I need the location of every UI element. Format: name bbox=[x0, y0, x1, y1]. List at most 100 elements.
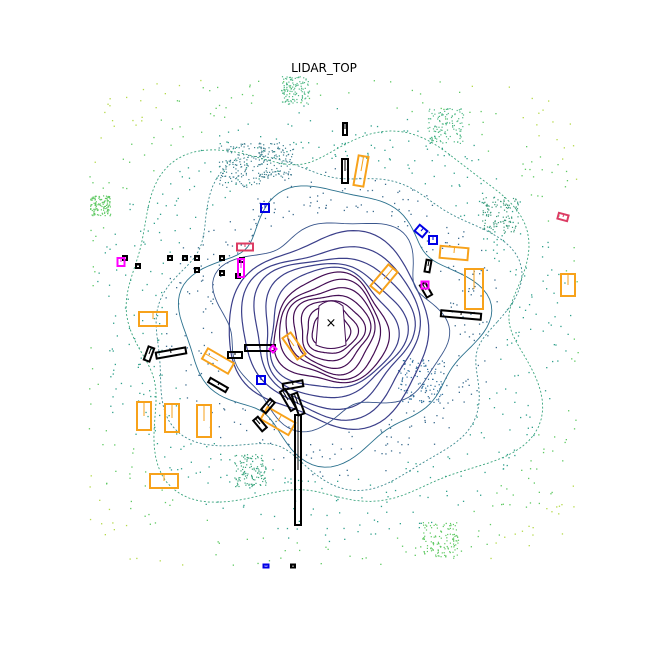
lidar-point bbox=[521, 530, 524, 532]
lidar-point bbox=[406, 130, 409, 132]
lidar-point bbox=[190, 443, 192, 445]
lidar-point bbox=[476, 390, 478, 392]
lidar-point bbox=[239, 181, 241, 183]
lidar-point bbox=[283, 78, 285, 80]
lidar-point bbox=[402, 198, 404, 201]
lidar-point bbox=[106, 483, 108, 485]
lidar-point bbox=[439, 395, 441, 398]
lidar-point bbox=[347, 474, 349, 477]
lidar-point bbox=[271, 169, 273, 171]
lidar-point bbox=[307, 81, 309, 83]
lidar-point bbox=[114, 363, 116, 366]
lidar-point bbox=[150, 270, 152, 273]
lidar-point bbox=[446, 545, 448, 548]
lidar-point bbox=[129, 477, 131, 479]
lidar-ring bbox=[228, 229, 430, 431]
lidar-point bbox=[424, 527, 426, 529]
lidar-point bbox=[257, 456, 259, 458]
lidar-point bbox=[573, 260, 575, 262]
lidar-point bbox=[484, 201, 486, 203]
lidar-point bbox=[253, 467, 255, 469]
lidar-point bbox=[462, 500, 465, 502]
lidar-point bbox=[453, 555, 455, 557]
lidar-point bbox=[367, 152, 369, 155]
barrier-box bbox=[135, 263, 141, 269]
lidar-point bbox=[264, 148, 266, 150]
lidar-point bbox=[474, 285, 476, 288]
lidar-point bbox=[419, 93, 422, 95]
lidar-point bbox=[436, 140, 438, 143]
lidar-point bbox=[264, 217, 267, 220]
lidar-point bbox=[406, 372, 408, 374]
lidar-point bbox=[114, 315, 117, 317]
lidar-point bbox=[506, 344, 509, 346]
lidar-point bbox=[291, 77, 293, 79]
lidar-point bbox=[250, 465, 252, 468]
lidar-point bbox=[462, 236, 464, 238]
lidar-point bbox=[90, 229, 92, 232]
lidar-point bbox=[234, 164, 236, 166]
lidar-point bbox=[195, 216, 197, 218]
lidar-point bbox=[440, 381, 442, 383]
lidar-point bbox=[440, 129, 442, 131]
lidar-point bbox=[304, 87, 306, 89]
lidar-point bbox=[288, 85, 290, 87]
lidar-point bbox=[253, 157, 255, 159]
lidar-point bbox=[236, 482, 239, 484]
lidar-point bbox=[198, 350, 200, 352]
lidar-point bbox=[422, 385, 424, 387]
lidar-point bbox=[244, 171, 246, 173]
lidar-point bbox=[153, 222, 155, 224]
lidar-point bbox=[484, 471, 486, 474]
lidar-point bbox=[207, 482, 209, 484]
lidar-point bbox=[508, 204, 510, 206]
lidar-point bbox=[258, 143, 260, 145]
car-box-heading bbox=[360, 156, 365, 172]
lidar-point bbox=[109, 198, 111, 200]
lidar-point bbox=[109, 206, 111, 208]
lidar-point bbox=[253, 177, 255, 179]
lidar-point bbox=[176, 433, 178, 435]
lidar-point bbox=[438, 136, 440, 138]
lidar-point bbox=[466, 202, 468, 204]
pedestrian-box-heading bbox=[420, 227, 424, 232]
lidar-point bbox=[426, 148, 429, 150]
lidar-point bbox=[265, 467, 267, 469]
lidar-point bbox=[290, 174, 292, 176]
lidar-point bbox=[113, 125, 115, 127]
lidar-point bbox=[147, 206, 149, 209]
lidar-point bbox=[458, 386, 460, 388]
lidar-point bbox=[355, 134, 357, 136]
lidar-point bbox=[90, 198, 92, 200]
car-box bbox=[164, 403, 180, 433]
lidar-point bbox=[552, 121, 554, 123]
lidar-point bbox=[281, 176, 284, 178]
lidar-point bbox=[453, 124, 455, 127]
lidar-point bbox=[92, 198, 94, 200]
lidar-point bbox=[496, 492, 498, 494]
lidar-point bbox=[229, 459, 231, 461]
lidar-point bbox=[91, 368, 94, 370]
lidar-point bbox=[225, 107, 227, 109]
lidar-point bbox=[217, 541, 219, 543]
lidar-point bbox=[284, 477, 286, 479]
lidar-point bbox=[116, 269, 118, 271]
lidar-point bbox=[275, 154, 277, 156]
lidar-point bbox=[297, 95, 300, 97]
lidar-point bbox=[401, 380, 403, 383]
lidar-point bbox=[522, 317, 524, 319]
lidar-point bbox=[270, 143, 272, 145]
lidar-point bbox=[218, 104, 221, 107]
lidar-point bbox=[255, 482, 257, 484]
lidar-point bbox=[128, 327, 131, 330]
lidar-point bbox=[181, 176, 183, 178]
lidar-point bbox=[128, 343, 130, 346]
lidar-point bbox=[156, 443, 159, 445]
lidar-point bbox=[430, 547, 432, 549]
lidar-point bbox=[272, 171, 274, 173]
lidar-point bbox=[310, 514, 312, 516]
lidar-point bbox=[434, 535, 437, 537]
lidar-point bbox=[488, 226, 491, 229]
lidar-point bbox=[381, 131, 383, 134]
lidar-point bbox=[326, 527, 328, 530]
